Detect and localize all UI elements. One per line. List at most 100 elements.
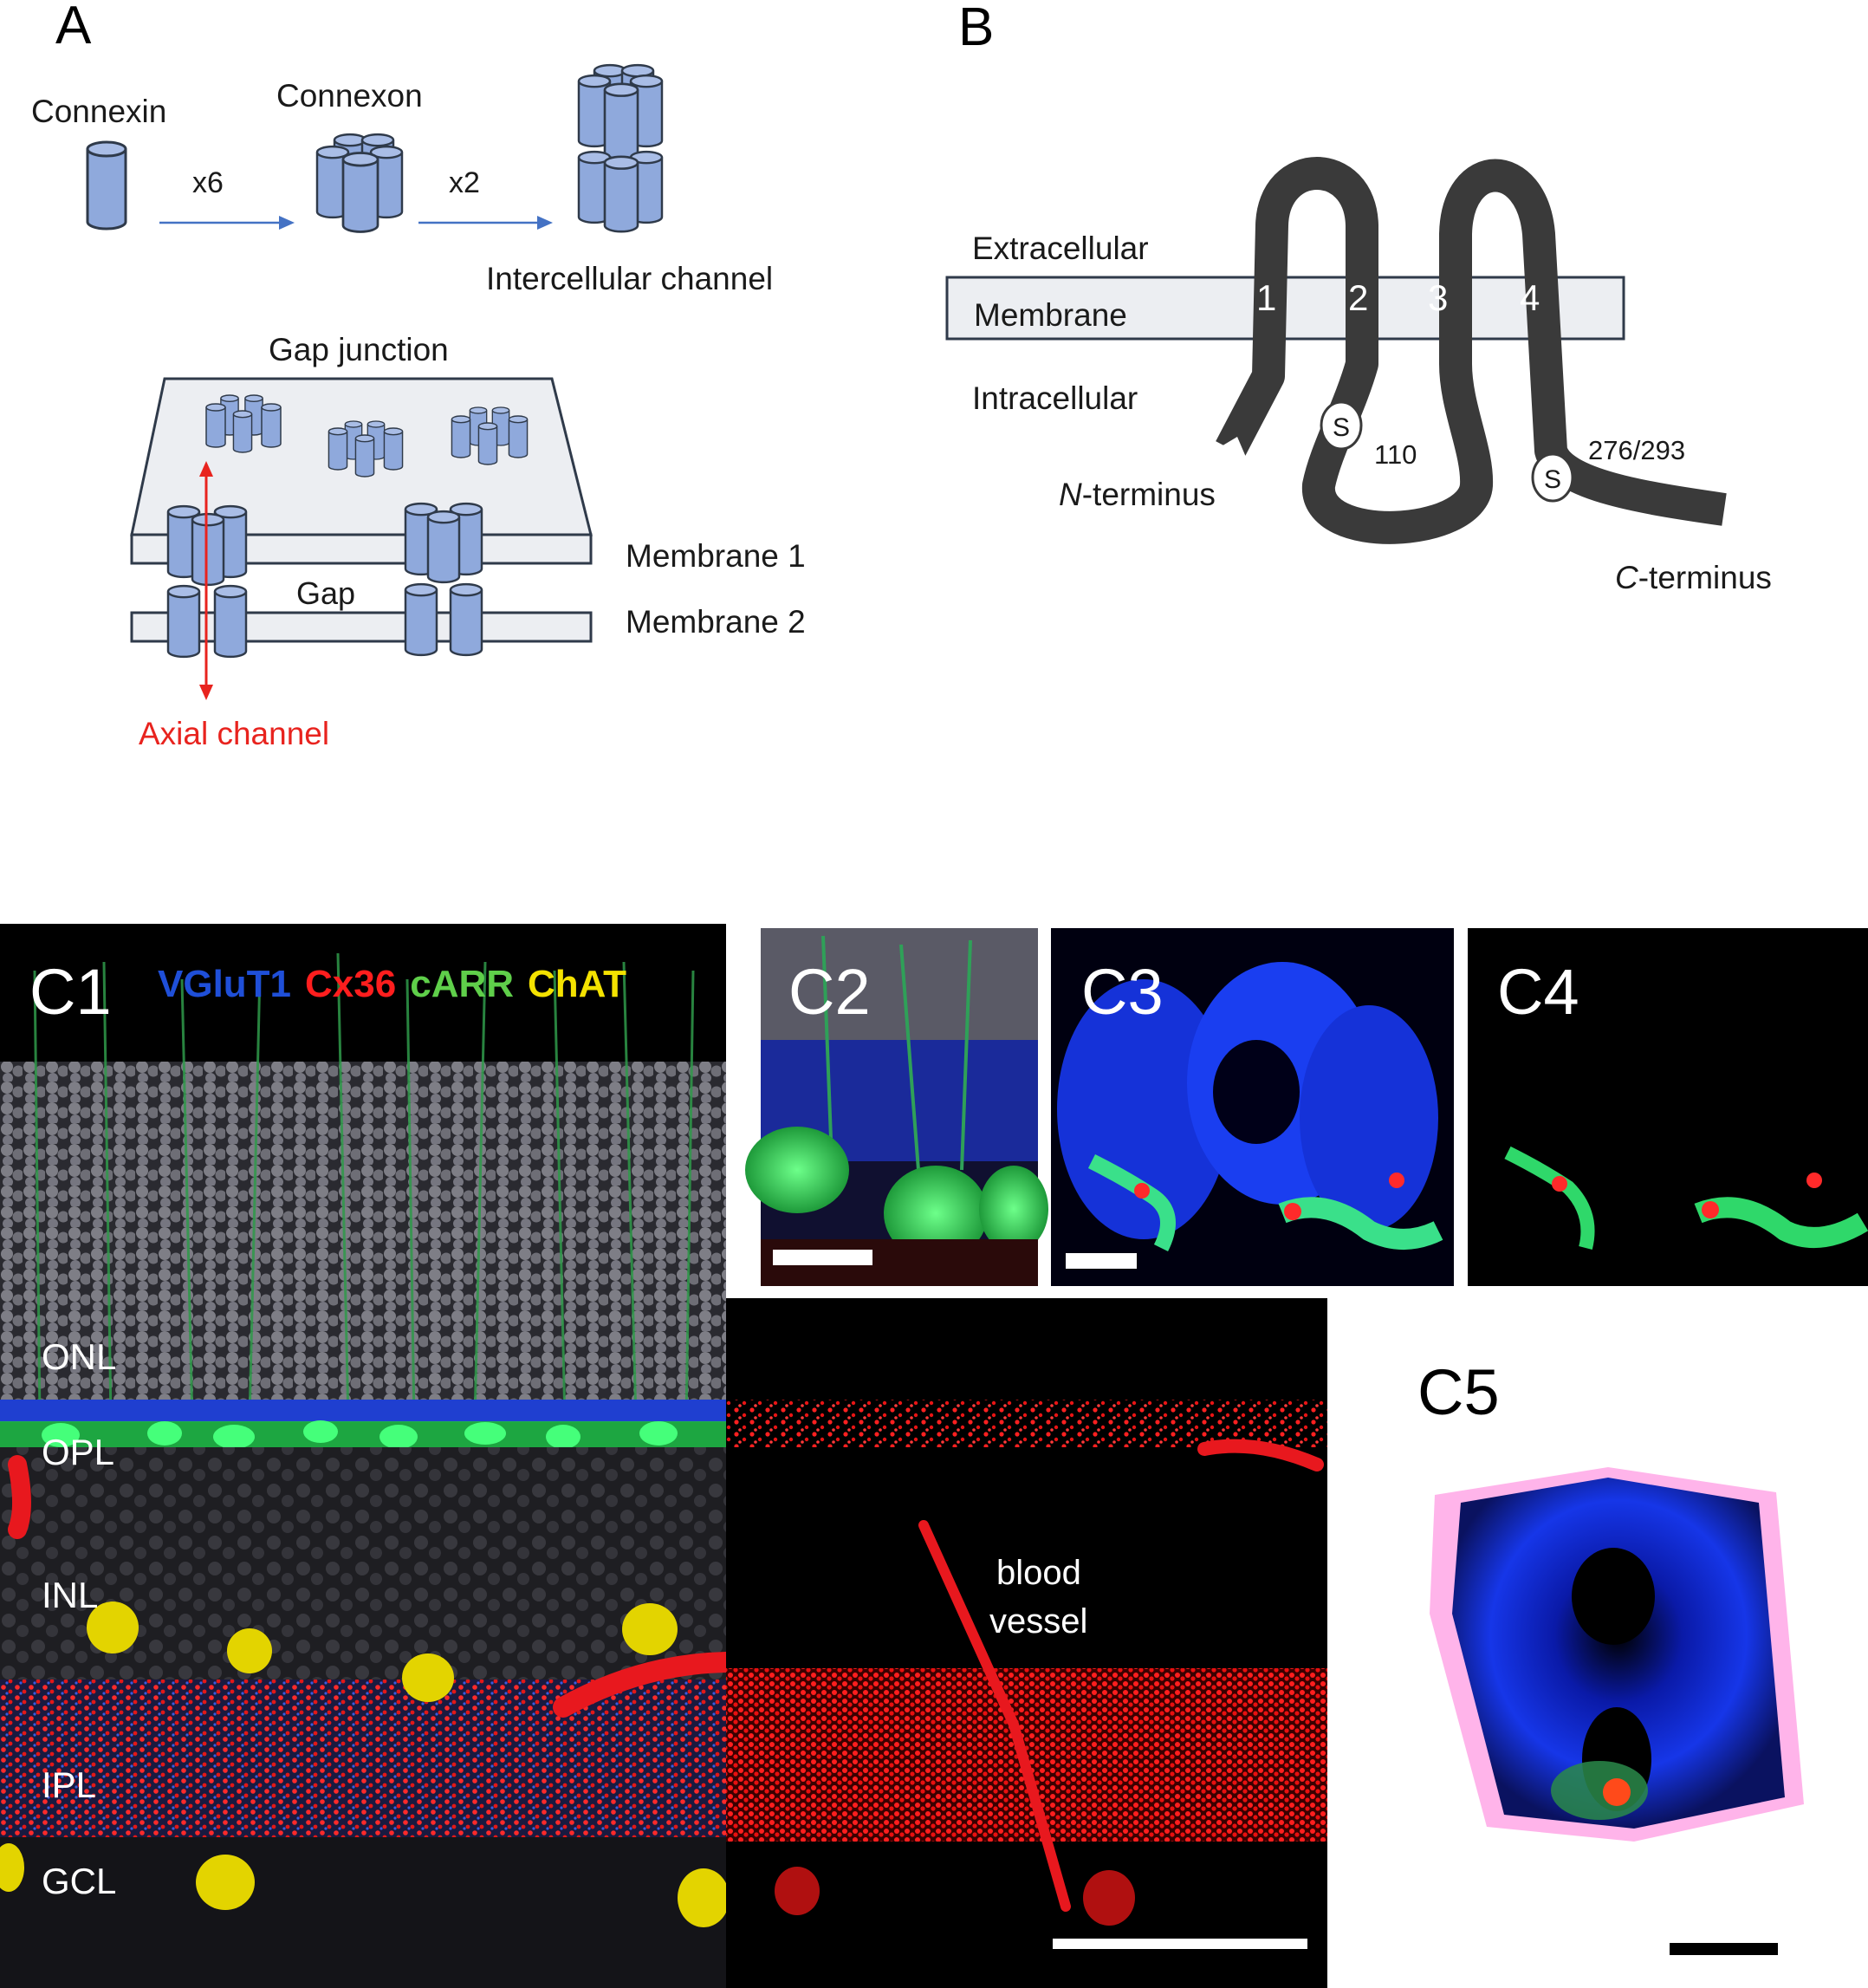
c2-pedicle-3 [979, 1166, 1048, 1252]
c3-cx36-punctum-1 [1134, 1183, 1150, 1199]
c3-green-process-1 [1087, 1153, 1176, 1252]
panel-c4: C4 [1468, 928, 1868, 1286]
panel-c3: C3 [1051, 928, 1454, 1286]
stain-carr: cARR [410, 963, 514, 1005]
c2-carr-processes [821, 935, 972, 1171]
vessel-label: vessel [989, 1602, 1087, 1640]
opl-green-band [0, 1421, 726, 1447]
serine-110-marker [1320, 400, 1363, 451]
axial-arrowhead-up [199, 461, 213, 477]
panel-a: A Connexin Connexon x6 x2 [31, 0, 806, 751]
x6-label: x6 [192, 166, 224, 199]
axial-arrowhead-down [199, 685, 213, 700]
connexon-label: Connexon [276, 78, 423, 114]
stain-vglut1: VGluT1 [158, 963, 291, 1005]
c-terminus-label: C-terminus [1615, 560, 1772, 595]
connexon-hexamer [315, 133, 404, 233]
carr-processes [33, 952, 695, 1422]
panel-c2: C2 [745, 928, 1048, 1286]
axial-channel-label: Axial channel [139, 716, 329, 751]
panel-b-letter: B [958, 0, 994, 57]
membrane-label: Membrane [974, 297, 1127, 333]
tm4-label: 4 [1520, 277, 1540, 318]
layer-opl: OPL [42, 1432, 114, 1472]
red-vessel-top-right [1197, 1439, 1324, 1472]
intercellular-channel-label: Intercellular channel [486, 261, 773, 296]
serine-110-s: S [1333, 413, 1350, 442]
opl-pedicles [42, 1420, 678, 1449]
c2-pedicle-2 [884, 1166, 988, 1261]
layer-ipl: IPL [42, 1764, 96, 1805]
layer-gcl: GCL [42, 1861, 116, 1901]
panel-b: B Extracellular Membrane Intracellular 1… [945, 0, 1772, 595]
c5-cx36-punctum [1603, 1778, 1631, 1806]
c3-cell-3 [1300, 1005, 1438, 1231]
c2-scale-bar [773, 1250, 872, 1265]
c2-pedicle-1 [745, 1127, 849, 1213]
intercellular-channel [577, 63, 664, 233]
layer-inl: INL [42, 1575, 98, 1615]
stain-chat: ChAT [528, 963, 626, 1005]
blood-vessel [918, 1520, 1071, 1912]
connexin-label: Connexin [31, 94, 166, 129]
x6-arrowhead [279, 216, 295, 230]
serine-276-s: S [1544, 465, 1561, 494]
c-terminus-rest: -terminus [1638, 560, 1772, 595]
gap-junction-label: Gap junction [269, 332, 449, 367]
c1-scale-bar [1053, 1939, 1307, 1949]
extracellular-label: Extracellular [972, 231, 1149, 266]
c1-label: C1 [29, 956, 112, 1028]
c-terminus-italic: C [1615, 560, 1638, 595]
c3-cx36-punctum-2 [1284, 1203, 1301, 1220]
site-110-label: 110 [1374, 439, 1417, 470]
gcl-red-cells [775, 1867, 1135, 1926]
c4-cx36-punctum-1 [1552, 1176, 1567, 1192]
c3-label: C3 [1081, 956, 1164, 1028]
chat-cells [0, 1601, 730, 1927]
layer-onl: ONL [42, 1336, 116, 1377]
x2-arrowhead [537, 216, 553, 230]
n-terminus-italic: N [1059, 477, 1082, 512]
stain-cx36: Cx36 [305, 963, 396, 1005]
panel-a-letter: A [55, 0, 92, 55]
site-276-293-label: 276/293 [1588, 435, 1685, 465]
c3-green-process-2 [1278, 1197, 1443, 1250]
tm3-label: 3 [1428, 277, 1448, 318]
panel-c5: C5 [1417, 1356, 1804, 1955]
tm2-label: 2 [1348, 277, 1368, 318]
connexin-topology-ribbon [1216, 157, 1727, 544]
c1-vessel-right [553, 1652, 736, 1718]
n-terminus-label: N-terminus [1059, 477, 1216, 512]
panel-c1: C1 VGluT1 Cx36 cARR ChAT ONL OPL INL IPL GC… [0, 924, 736, 1988]
intracellular-label: Intracellular [972, 380, 1138, 416]
c2-label: C2 [788, 956, 871, 1028]
c5-green-signal [1551, 1761, 1648, 1820]
onl-nuclei-layer [0, 1062, 726, 1400]
c4-green-process-1 [1504, 1146, 1595, 1250]
serine-276-marker [1531, 452, 1574, 503]
c4-cx36-punctum-2 [1702, 1201, 1719, 1218]
panel-c1-red-channel: blood vessel [726, 1298, 1327, 1988]
c1-vessel-left [8, 1455, 31, 1539]
c4-cx36-punctum-3 [1806, 1173, 1822, 1188]
membrane-2 [130, 611, 593, 643]
c5-scale-bar [1670, 1943, 1778, 1955]
tm1-label: 1 [1256, 277, 1276, 318]
gcl-layer [0, 1837, 726, 1988]
gap-label: Gap [296, 575, 355, 611]
x2-label: x2 [449, 166, 480, 199]
membrane-2-label: Membrane 2 [626, 604, 806, 640]
membrane-1-label: Membrane 1 [626, 538, 806, 574]
n-terminus-tip [1211, 437, 1248, 461]
c3-scale-bar [1066, 1253, 1137, 1269]
c5-nucleus-top [1572, 1548, 1655, 1645]
opl-blue-band [0, 1400, 726, 1422]
c5-cell [1452, 1478, 1785, 1829]
c4-green-process-2 [1694, 1197, 1868, 1248]
c3-cx36-punctum-3 [1389, 1173, 1404, 1188]
n-terminus-rest: -terminus [1082, 477, 1216, 512]
c5-label: C5 [1417, 1356, 1500, 1428]
c4-label: C4 [1497, 956, 1579, 1028]
ipl-layer [0, 1679, 726, 1837]
